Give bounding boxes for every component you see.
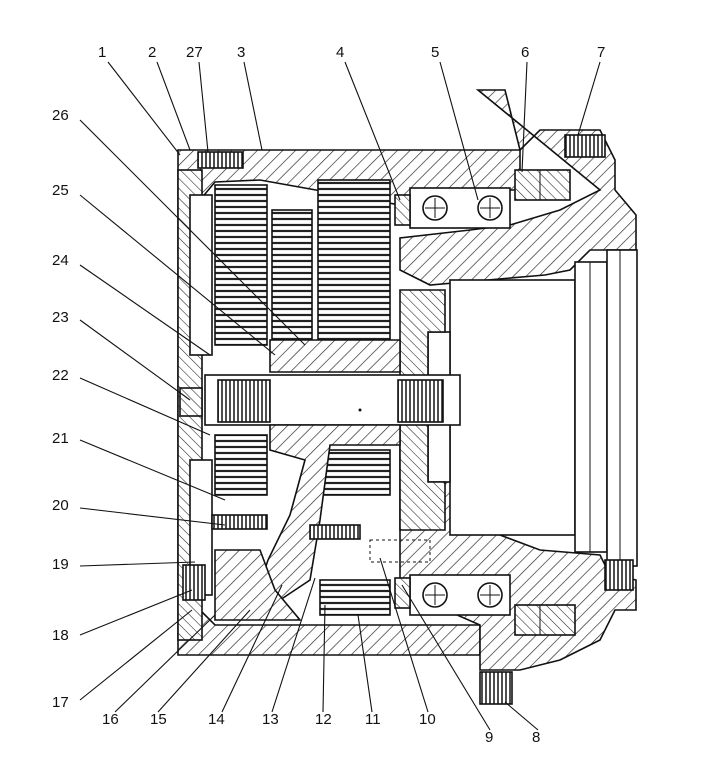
- leader-6: [521, 61, 528, 173]
- planet-gear-lower-1: [214, 434, 268, 496]
- leader-14: [221, 584, 283, 713]
- callout-23: 23: [52, 309, 69, 326]
- callout-6: 6: [521, 44, 529, 61]
- leader-24: [79, 264, 211, 356]
- callout-7: 7: [597, 44, 605, 61]
- callout-12: 12: [315, 711, 332, 728]
- callout-11: 11: [365, 711, 381, 728]
- leader-5: [439, 61, 479, 201]
- leader-25: [79, 194, 276, 356]
- callout-9: 9: [485, 729, 493, 746]
- callout-15: 15: [150, 711, 167, 728]
- callouts: 1 2 27 3 4 5 6 7 26 25 24 23 22 21 20 19…: [52, 44, 605, 746]
- callout-21: 21: [52, 430, 69, 447]
- bearing-upper: [394, 187, 511, 229]
- leader-21: [79, 439, 226, 501]
- leader-lines: [79, 61, 601, 731]
- leader-1: [107, 61, 181, 156]
- leader-19: [79, 561, 196, 567]
- callout-20: 20: [52, 497, 69, 514]
- leader-7: [577, 61, 601, 136]
- plug-right: [604, 559, 634, 591]
- leader-18: [79, 589, 193, 636]
- callout-3: 3: [237, 44, 245, 61]
- leader-10: [379, 557, 429, 713]
- callout-27: 27: [186, 44, 203, 61]
- planet-gear-upper-3: [317, 179, 391, 351]
- callout-18: 18: [52, 627, 69, 644]
- bolt-27: [197, 151, 244, 169]
- leader-20: [79, 507, 226, 526]
- callout-14: 14: [208, 711, 225, 728]
- bolt-20: [211, 514, 268, 530]
- carrier: [214, 339, 401, 621]
- planet-gear-upper-2: [271, 209, 313, 346]
- bolt-18: [182, 564, 206, 601]
- leader-2: [156, 61, 191, 151]
- callout-24: 24: [52, 252, 69, 269]
- callout-19: 19: [52, 556, 69, 573]
- callout-26: 26: [52, 107, 69, 124]
- callout-25: 25: [52, 182, 69, 199]
- leader-12: [322, 604, 326, 713]
- leader-4: [344, 61, 401, 201]
- leader-22: [79, 377, 211, 436]
- ring-gear-lower: [319, 579, 391, 616]
- seal-upper: [514, 169, 571, 201]
- callout-10: 10: [419, 711, 436, 728]
- callout-1: 1: [98, 44, 106, 61]
- callout-22: 22: [52, 367, 69, 384]
- callout-17: 17: [52, 694, 69, 711]
- leader-8: [504, 701, 539, 731]
- bolt-8: [479, 671, 513, 705]
- callout-2: 2: [148, 44, 156, 61]
- bearing-lower: [394, 574, 511, 616]
- leader-27: [198, 61, 209, 153]
- callout-8: 8: [532, 729, 540, 746]
- callout-13: 13: [262, 711, 279, 728]
- callout-5: 5: [431, 44, 439, 61]
- leader-26: [79, 119, 306, 346]
- leader-17: [79, 609, 193, 701]
- planet-gear-lower-2: [317, 449, 391, 496]
- callout-4: 4: [336, 44, 344, 61]
- hidden-pin: [369, 539, 431, 563]
- leader-23: [79, 319, 191, 401]
- seal-lower: [514, 604, 576, 636]
- planet-gear-upper-1: [214, 184, 268, 346]
- leader-3: [243, 61, 263, 151]
- leader-13: [271, 577, 316, 713]
- leader-16: [114, 614, 216, 713]
- bolt-13: [309, 524, 361, 540]
- leader-11: [357, 614, 373, 713]
- leader-9: [401, 584, 491, 731]
- input-shaft: [179, 374, 461, 426]
- leader-15: [157, 609, 251, 713]
- bolt-7: [564, 134, 606, 158]
- callout-16: 16: [102, 711, 119, 728]
